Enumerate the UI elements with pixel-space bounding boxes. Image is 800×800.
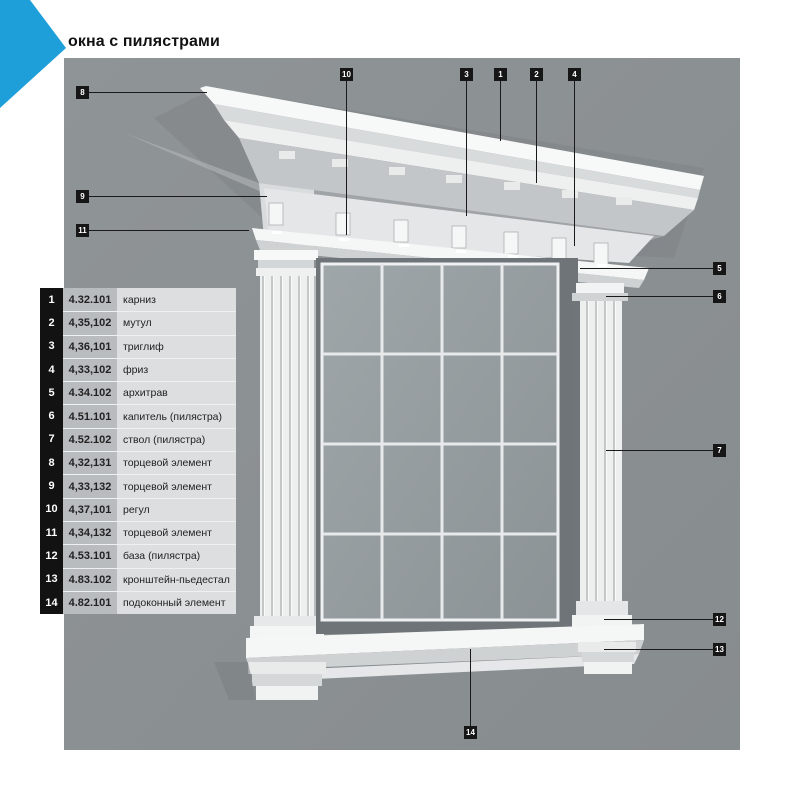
leader-3 xyxy=(466,81,467,216)
legend-number: 7 xyxy=(40,427,63,452)
legend-code: 4,33,132 xyxy=(63,474,117,498)
callout-7: 7 xyxy=(713,444,726,457)
legend-name: капитель (пилястра) xyxy=(117,404,236,428)
callout-10: 10 xyxy=(340,68,353,81)
leader-10 xyxy=(346,81,347,235)
window-drawing xyxy=(64,58,740,750)
callout-9: 9 xyxy=(76,190,89,203)
legend-number: 8 xyxy=(40,451,63,475)
callout-3: 3 xyxy=(460,68,473,81)
legend-number: 13 xyxy=(40,567,63,591)
callout-12: 12 xyxy=(713,613,726,626)
legend-code: 4,36,101 xyxy=(63,334,117,358)
legend-name: торцевой элемент xyxy=(117,520,236,545)
legend-number: 1 xyxy=(40,288,63,312)
legend-number: 14 xyxy=(40,590,63,615)
leader-1 xyxy=(500,81,501,141)
callout-11: 11 xyxy=(76,224,89,237)
leader-4 xyxy=(574,81,575,246)
legend-number: 12 xyxy=(40,544,63,568)
legend-code: 4,33,102 xyxy=(63,357,117,382)
legend-code: 4,32,131 xyxy=(63,451,117,475)
callout-8: 8 xyxy=(76,86,89,99)
legend-number: 6 xyxy=(40,404,63,428)
legend-code: 4.52.102 xyxy=(63,427,117,452)
callout-13: 13 xyxy=(713,643,726,656)
callout-5: 5 xyxy=(713,262,726,275)
leader-8 xyxy=(89,92,207,93)
legend-number: 4 xyxy=(40,357,63,382)
legend-name: фриз xyxy=(117,357,236,382)
legend-number: 5 xyxy=(40,381,63,405)
legend-name: архитрав xyxy=(117,381,236,405)
legend-code: 4.34.102 xyxy=(63,381,117,405)
callout-14: 14 xyxy=(464,726,477,739)
legend-code: 4.53.101 xyxy=(63,544,117,568)
corner-arrow-decoration xyxy=(0,0,66,108)
legend-name: торцевой элемент xyxy=(117,451,236,475)
leader-9 xyxy=(89,196,267,197)
leader-14 xyxy=(470,649,471,727)
legend-number: 3 xyxy=(40,334,63,358)
leader-6 xyxy=(606,296,714,297)
legend-code: 4.51.101 xyxy=(63,404,117,428)
callout-4: 4 xyxy=(568,68,581,81)
leader-2 xyxy=(536,81,537,183)
leader-5 xyxy=(580,268,714,269)
legend-name: торцевой элемент xyxy=(117,474,236,498)
legend-number: 11 xyxy=(40,520,63,545)
legend-code: 4.32.101 xyxy=(63,288,117,312)
legend-name: кронштейн-пьедестал xyxy=(117,567,236,591)
leader-7 xyxy=(606,450,714,451)
legend-name: подоконный элемент xyxy=(117,590,236,615)
callout-2: 2 xyxy=(530,68,543,81)
legend-code: 4,35,102 xyxy=(63,311,117,335)
legend-name: регул xyxy=(117,497,236,521)
window-illustration xyxy=(64,58,740,750)
page-title: окна с пилястрами xyxy=(68,33,220,50)
legend-name: карниз xyxy=(117,288,236,312)
leader-11 xyxy=(89,230,249,231)
legend-code: 4,34,132 xyxy=(63,520,117,545)
legend-name: ствол (пилястра) xyxy=(117,427,236,452)
legend-name: мутул xyxy=(117,311,236,335)
callout-1: 1 xyxy=(494,68,507,81)
legend-code: 4.82.101 xyxy=(63,590,117,615)
legend-number: 2 xyxy=(40,311,63,335)
leader-12 xyxy=(604,619,714,620)
legend-number: 9 xyxy=(40,474,63,498)
legend-name: база (пилястра) xyxy=(117,544,236,568)
legend-number: 10 xyxy=(40,497,63,521)
legend-name: триглиф xyxy=(117,334,236,358)
leader-13 xyxy=(604,649,714,650)
legend-code: 4.83.102 xyxy=(63,567,117,591)
callout-6: 6 xyxy=(713,290,726,303)
legend-code: 4,37,101 xyxy=(63,497,117,521)
